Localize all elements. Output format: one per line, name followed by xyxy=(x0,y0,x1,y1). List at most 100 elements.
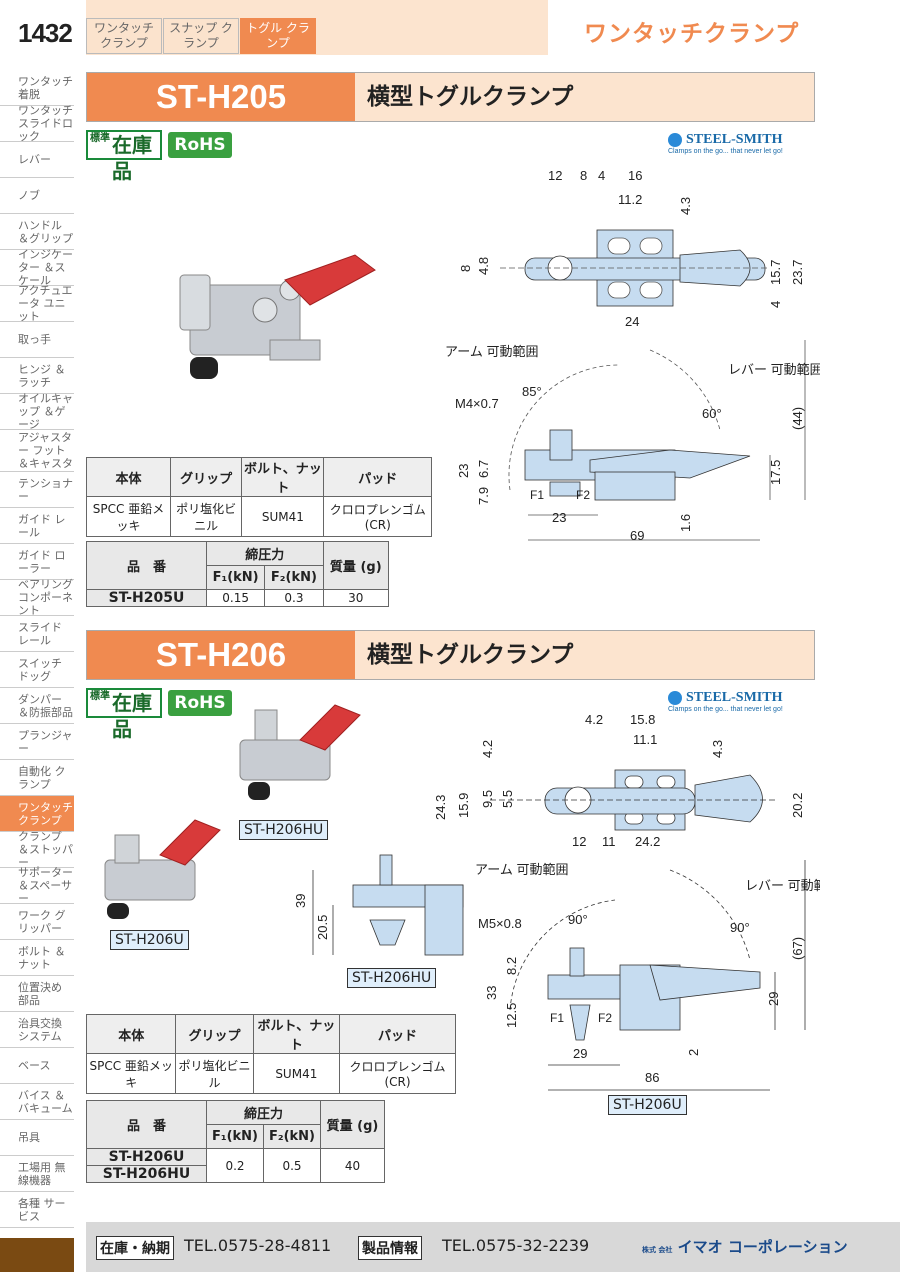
sidebar-item[interactable]: 各種 サービス xyxy=(0,1192,74,1228)
svg-text:F2: F2 xyxy=(576,488,590,502)
product-photo-h206u xyxy=(104,819,221,919)
sidebar-item[interactable]: プランジャー xyxy=(0,724,74,760)
svg-text:F2: F2 xyxy=(598,1011,612,1025)
svg-text:F1: F1 xyxy=(530,488,544,502)
svg-text:8: 8 xyxy=(580,168,587,183)
sidebar-item[interactable]: サポーター ＆スペーサー xyxy=(0,866,74,905)
tab-toggle[interactable]: トグル クランプ xyxy=(240,18,316,54)
sidebar-item[interactable]: ワンタッチ クランプ xyxy=(0,796,74,832)
svg-text:(44): (44) xyxy=(790,407,805,430)
sidebar-item[interactable]: クランプ ＆ストッパー xyxy=(0,830,74,869)
product-photo-h205 xyxy=(179,254,376,379)
stock-badge: 標準在庫品 xyxy=(86,688,162,741)
sidebar-item[interactable]: スイッチ ドッグ xyxy=(0,652,74,688)
svg-text:29: 29 xyxy=(766,992,781,1006)
svg-text:39: 39 xyxy=(293,894,308,908)
tab-one-touch[interactable]: ワンタッチ クランプ xyxy=(86,18,162,54)
stock-tel[interactable]: TEL.0575-28-4811 xyxy=(184,1236,332,1255)
sidebar-item[interactable]: バイス ＆バキューム xyxy=(0,1084,74,1120)
svg-text:F1: F1 xyxy=(550,1011,564,1025)
sidebar-item[interactable]: 工場用 無線機器 xyxy=(0,1156,74,1192)
svg-text:15.8: 15.8 xyxy=(630,712,655,727)
sidebar-item[interactable]: ワンタッチ 着脱 xyxy=(0,70,74,106)
sidebar-item[interactable]: 治具交換 システム xyxy=(0,1012,74,1048)
sidebar-item[interactable]: ベアリング コンポーネント xyxy=(0,578,74,617)
product-tel[interactable]: TEL.0575-32-2239 xyxy=(442,1236,590,1255)
svg-text:M5×0.8: M5×0.8 xyxy=(478,916,522,931)
svg-text:86: 86 xyxy=(645,1070,659,1085)
svg-text:4.2: 4.2 xyxy=(585,712,603,727)
svg-text:12.5: 12.5 xyxy=(504,1003,519,1028)
brand-icon xyxy=(668,690,682,705)
drawing-h206hu: 39 20.5 xyxy=(293,854,464,956)
svg-text:レバー 可動範囲: レバー 可動範囲 xyxy=(745,878,820,893)
variant-label: ST-H206U xyxy=(608,1095,687,1115)
svg-text:24: 24 xyxy=(625,314,639,329)
variant-label: ST-H206U xyxy=(110,930,189,950)
rohs-badge: RoHS xyxy=(168,690,232,716)
sidebar-item[interactable]: ガイド レール xyxy=(0,508,74,544)
product-info-label: 製品情報 xyxy=(358,1236,422,1260)
svg-text:5.5: 5.5 xyxy=(500,790,515,808)
sidebar-item[interactable]: スライド レール xyxy=(0,616,74,652)
sidebar-item[interactable]: 吊具 xyxy=(0,1120,74,1156)
sidebar-item[interactable]: ワーク グリッパー xyxy=(0,904,74,940)
sidebar-item[interactable]: ベース xyxy=(0,1048,74,1084)
sidebar: ワンタッチ 着脱ワンタッチ スライドロックレバーノブハンドル ＆グリップインジケ… xyxy=(0,70,74,1228)
svg-text:8: 8 xyxy=(458,265,473,272)
sidebar-item[interactable]: 取っ手 xyxy=(0,322,74,358)
svg-text:1.6: 1.6 xyxy=(678,514,693,532)
sidebar-item[interactable]: ガイド ローラー xyxy=(0,544,74,580)
product-code: ST-H205 xyxy=(87,73,355,121)
sidebar-item[interactable]: レバー xyxy=(0,142,74,178)
sidebar-item[interactable]: ノブ xyxy=(0,178,74,214)
svg-text:90°: 90° xyxy=(730,920,750,935)
svg-text:アーム 可動範囲: アーム 可動範囲 xyxy=(445,344,538,359)
svg-text:4: 4 xyxy=(598,168,605,183)
svg-text:11.1: 11.1 xyxy=(633,732,657,747)
company-name: 株式 会社 イマオ コーポレーション xyxy=(642,1238,848,1256)
page-number: 1432 xyxy=(18,18,73,48)
sidebar-item[interactable]: インジケーター ＆スケール xyxy=(0,248,74,287)
svg-text:9.5: 9.5 xyxy=(480,790,495,808)
svg-text:20.5: 20.5 xyxy=(315,915,330,940)
footer: 在庫・納期 TEL.0575-28-4811 製品情報 TEL.0575-32-… xyxy=(86,1222,900,1272)
sidebar-item[interactable]: ハンドル ＆グリップ xyxy=(0,214,74,250)
tab-snap[interactable]: スナップ クランプ xyxy=(163,18,239,54)
svg-text:20.2: 20.2 xyxy=(790,793,805,818)
product-header-h205: ST-H205 横型トグルクランプ xyxy=(86,72,815,122)
product-photo-h206hu xyxy=(239,704,361,800)
svg-text:24.2: 24.2 xyxy=(635,834,660,849)
svg-text:85°: 85° xyxy=(522,384,542,399)
sidebar-item[interactable]: ダンパー ＆防振部品 xyxy=(0,688,74,724)
svg-text:2: 2 xyxy=(686,1049,701,1056)
sidebar-item[interactable]: ボルト ＆ナット xyxy=(0,940,74,976)
svg-text:15.7: 15.7 xyxy=(768,260,783,285)
svg-text:7.9: 7.9 xyxy=(476,487,491,505)
sidebar-item[interactable]: 位置決め 部品 xyxy=(0,976,74,1012)
variant-label: ST-H206HU xyxy=(347,968,437,988)
sidebar-item[interactable]: 自動化 クランプ xyxy=(0,760,74,796)
svg-text:23: 23 xyxy=(456,464,471,478)
svg-text:24.3: 24.3 xyxy=(433,795,448,820)
svg-text:60°: 60° xyxy=(702,406,722,421)
brand-icon xyxy=(668,132,682,147)
page-title: ワンタッチクランプ xyxy=(584,21,800,47)
sidebar-item[interactable]: アジャスター フット ＆キャスタ xyxy=(0,430,74,472)
sidebar-item[interactable]: テンショナー xyxy=(0,472,74,508)
sidebar-item[interactable]: アクチュエータ ユニット xyxy=(0,284,74,323)
svg-text:(67): (67) xyxy=(790,937,805,960)
sidebar-item[interactable]: オイルキャップ ＆ゲージ xyxy=(0,392,74,431)
sidebar-item[interactable]: ワンタッチ スライドロック xyxy=(0,104,74,143)
sidebar-item[interactable]: ヒンジ ＆ラッチ xyxy=(0,358,74,394)
svg-text:90°: 90° xyxy=(568,912,588,927)
svg-text:16: 16 xyxy=(628,168,642,183)
svg-text:レバー 可動範囲: レバー 可動範囲 xyxy=(728,362,820,377)
